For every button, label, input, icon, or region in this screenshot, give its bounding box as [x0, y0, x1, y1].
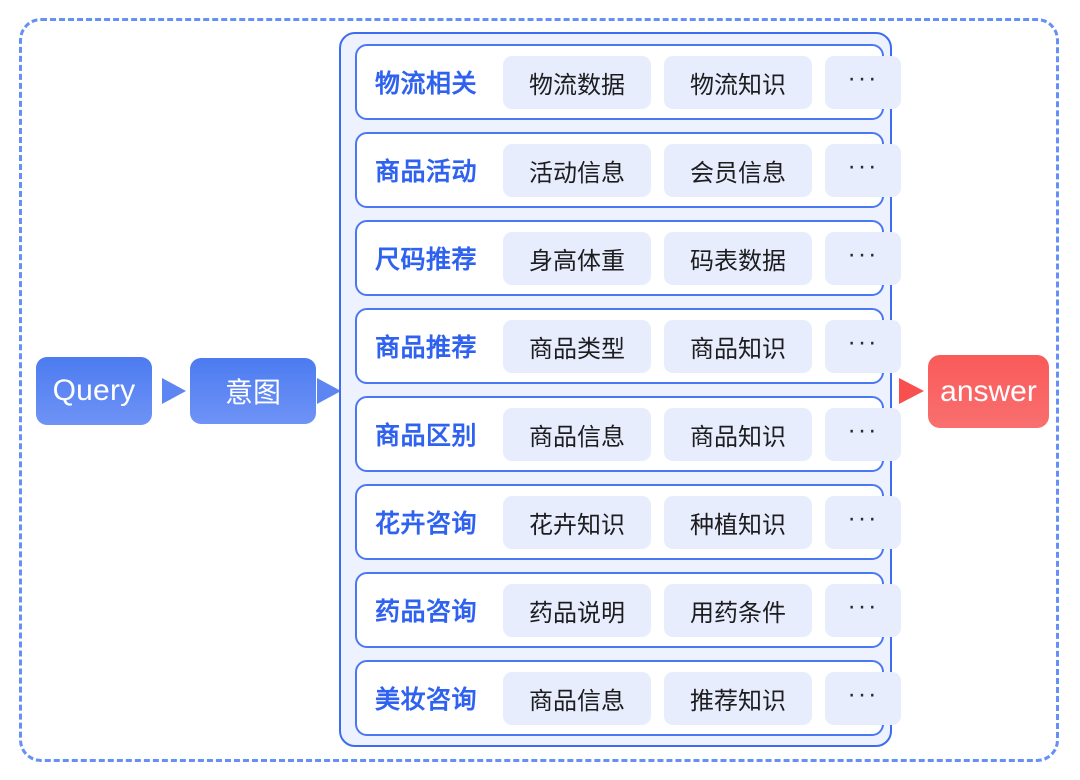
answer-node[interactable]: answer [928, 355, 1049, 428]
intent-slot-pill[interactable]: 推荐知识 [664, 671, 812, 725]
intent-slot-pill[interactable]: 活动信息 [503, 143, 651, 197]
intent-slot-pill[interactable]: 用药条件 [664, 583, 812, 637]
intent-row-label: 美妆咨询 [375, 686, 478, 714]
intent-slot-more-pill[interactable]: ··· [825, 671, 901, 725]
intent-slot-more-pill[interactable]: ··· [825, 55, 901, 109]
arrow-right-icon-group-to-answer [899, 378, 924, 404]
intent-row[interactable]: 花卉咨询花卉知识种植知识··· [355, 484, 901, 560]
intent-row-list: 物流相关物流数据物流知识···商品活动活动信息会员信息···尺码推荐身高体重码表… [355, 44, 901, 736]
intent-row-label: 商品活动 [375, 158, 478, 186]
intent-slot-pill[interactable]: 物流知识 [664, 55, 812, 109]
intent-row[interactable]: 物流相关物流数据物流知识··· [355, 44, 901, 120]
intent-row-label: 商品区别 [375, 422, 478, 450]
intent-row-label: 花卉咨询 [375, 510, 478, 538]
intent-slot-pill[interactable]: 商品知识 [664, 407, 812, 461]
intent-slot-more-pill[interactable]: ··· [825, 583, 901, 637]
intent-row[interactable]: 商品推荐商品类型商品知识··· [355, 308, 901, 384]
query-node[interactable]: Query [36, 357, 152, 425]
intent-row-label: 物流相关 [375, 70, 478, 98]
intent-slot-pill[interactable]: 商品知识 [664, 319, 812, 373]
intent-slot-pill[interactable]: 物流数据 [503, 55, 651, 109]
answer-node-label: answer [940, 374, 1037, 408]
intent-row-label: 药品咨询 [375, 598, 478, 626]
intent-slot-pill[interactable]: 药品说明 [503, 583, 651, 637]
intent-slot-more-pill[interactable]: ··· [825, 407, 901, 461]
intent-slot-pill[interactable]: 码表数据 [664, 231, 812, 285]
intent-row-label: 商品推荐 [375, 334, 478, 362]
intent-slot-pill[interactable]: 种植知识 [664, 495, 812, 549]
intent-row[interactable]: 商品区别商品信息商品知识··· [355, 396, 901, 472]
intent-slot-pill[interactable]: 身高体重 [503, 231, 651, 285]
intent-slot-more-pill[interactable]: ··· [825, 231, 901, 285]
query-node-label: Query [52, 374, 136, 407]
intent-node[interactable]: 意图 [190, 358, 316, 424]
intent-row[interactable]: 尺码推荐身高体重码表数据··· [355, 220, 901, 296]
arrow-right-icon-query-to-intent [162, 378, 186, 404]
intent-slot-more-pill[interactable]: ··· [825, 319, 901, 373]
intent-slot-pill[interactable]: 商品信息 [503, 671, 651, 725]
intent-slot-panel: 物流相关物流数据物流知识···商品活动活动信息会员信息···尺码推荐身高体重码表… [339, 32, 901, 747]
intent-slot-pill[interactable]: 会员信息 [664, 143, 812, 197]
intent-slot-pill[interactable]: 商品信息 [503, 407, 651, 461]
intent-row[interactable]: 商品活动活动信息会员信息··· [355, 132, 901, 208]
intent-node-label: 意图 [224, 377, 281, 408]
intent-slot-more-pill[interactable]: ··· [825, 143, 901, 197]
intent-row[interactable]: 药品咨询药品说明用药条件··· [355, 572, 901, 648]
intent-slot-pill[interactable]: 商品类型 [503, 319, 651, 373]
pipeline-boundary [19, 18, 1059, 762]
intent-slot-more-pill[interactable]: ··· [825, 495, 901, 549]
intent-slot-pill[interactable]: 花卉知识 [503, 495, 651, 549]
intent-row[interactable]: 美妆咨询商品信息推荐知识··· [355, 660, 901, 736]
intent-row-label: 尺码推荐 [375, 246, 478, 274]
arrow-right-icon-intent-to-group [317, 378, 341, 404]
